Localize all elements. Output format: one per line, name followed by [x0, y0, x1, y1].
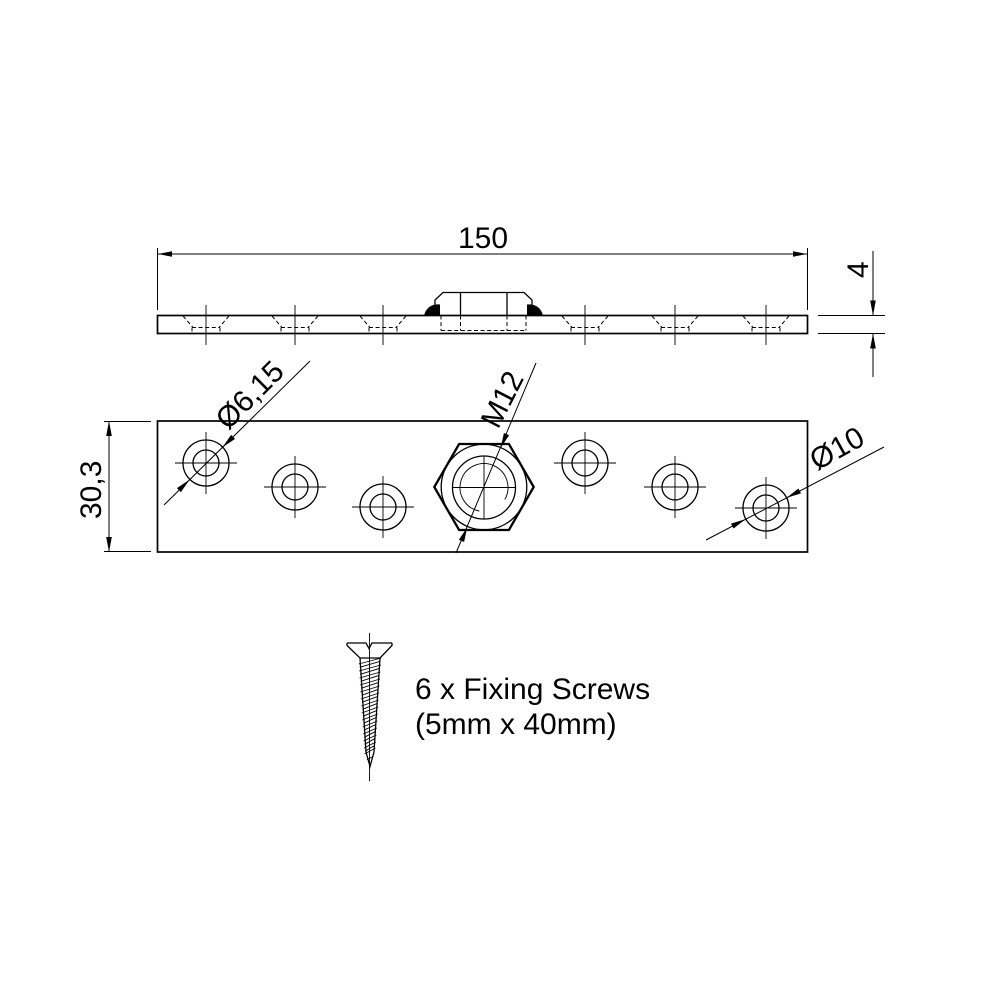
arrowhead [106, 421, 112, 436]
weld-nut-side [424, 291, 543, 331]
screw-shank [359, 657, 381, 769]
countersink-section [271, 304, 319, 346]
thread-lines [358, 657, 382, 760]
note-line-2: (5mm x 40mm) [415, 708, 617, 741]
arrowhead [106, 537, 112, 552]
arrowhead [870, 333, 876, 349]
fixing-screw-illustration [346, 633, 393, 781]
weld-spot-right [527, 304, 543, 316]
plate-section-outline [156, 314, 809, 335]
dimension-end-hole: Ø10 [705, 421, 885, 541]
plate-front-outline [156, 420, 809, 553]
side-view [156, 291, 809, 346]
arrowhead [222, 434, 236, 448]
front-view [156, 420, 809, 553]
countersink-section [742, 304, 790, 346]
thread-lines [359, 660, 381, 752]
dimension-countersunk-hole: Ø6,15 [163, 355, 311, 506]
countersunk-hole [553, 431, 617, 495]
hex-nut-outline [432, 442, 536, 532]
countersunk-hole-label: Ø6,15 [210, 355, 291, 436]
weld-spot-left [424, 304, 440, 316]
countersunk-hole [643, 455, 707, 519]
length-dimension-label: 150 [458, 222, 508, 255]
thread-size-label: M12 [475, 366, 531, 433]
dimension-thickness: 4 [818, 251, 885, 377]
end-hole [734, 476, 798, 540]
arrowhead [731, 519, 746, 529]
countersink-section [182, 304, 230, 346]
arrowhead [177, 479, 190, 493]
countersink-section [651, 304, 699, 346]
arrowhead [793, 251, 807, 257]
end-hole-label: Ø10 [804, 421, 870, 477]
thread-arc [459, 463, 509, 512]
weld-nut-front [432, 442, 536, 532]
dimension-length: 150 [157, 222, 808, 310]
arrowhead [786, 488, 801, 498]
countersink-section [359, 304, 407, 346]
dimension-height: 30,3 [75, 421, 151, 552]
arrowhead [500, 433, 510, 448]
dimension-thread: M12 [455, 362, 537, 554]
countersunk-hole [351, 475, 415, 539]
height-dimension-label: 30,3 [75, 461, 108, 519]
countersunk-hole [263, 455, 327, 519]
arrowhead [458, 527, 468, 542]
screw-head [346, 643, 393, 659]
arrowhead [870, 300, 876, 316]
arrowhead [158, 251, 172, 257]
countersink-section [561, 304, 609, 346]
thickness-dimension-label: 4 [842, 261, 875, 278]
screw-head-top [347, 642, 392, 650]
note-line-1: 6 x Fixing Screws [415, 673, 650, 706]
